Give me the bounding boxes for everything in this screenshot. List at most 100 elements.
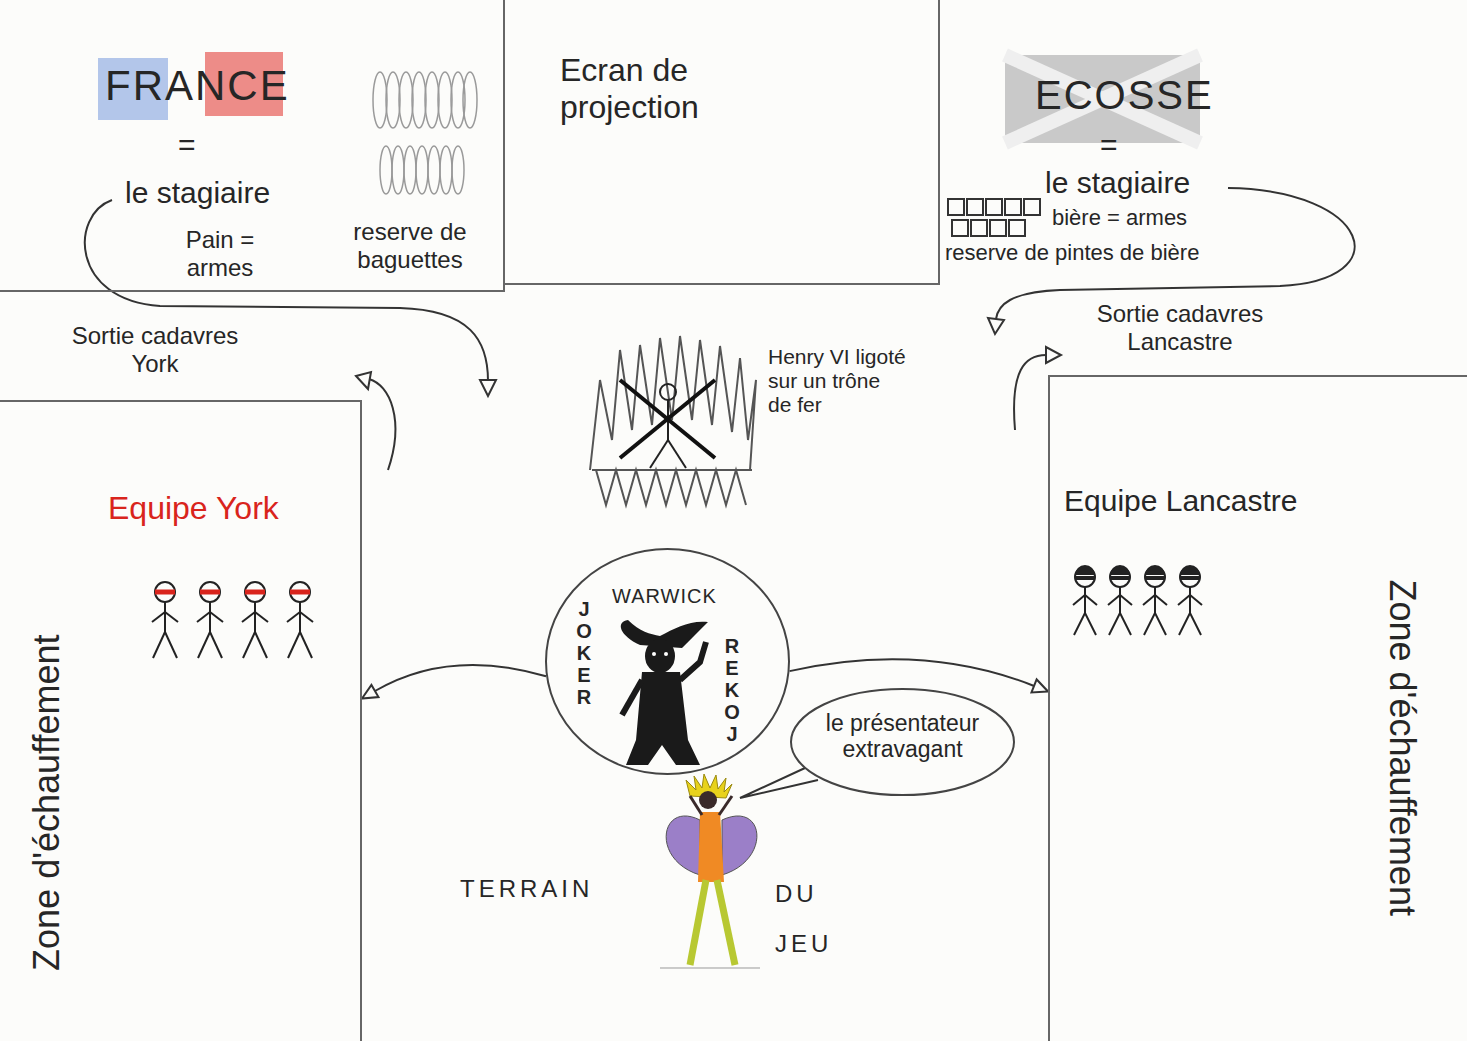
beer-pints xyxy=(1024,199,1040,215)
jester-figure xyxy=(621,620,708,765)
york-zone: Equipe YorkZone d'échauffement xyxy=(0,400,362,1041)
presenter-figure xyxy=(719,796,732,815)
jester-figure xyxy=(680,642,706,680)
jester-figure xyxy=(645,639,675,673)
baguettes xyxy=(404,146,416,194)
beer-pints xyxy=(986,199,1002,215)
lancaster-team xyxy=(1143,565,1167,635)
presenter-figure xyxy=(660,968,760,969)
character-name: WARWICK xyxy=(612,585,717,608)
arrow-head xyxy=(362,685,378,699)
beer-pints xyxy=(990,220,1006,236)
field-label: TERRAIN xyxy=(460,875,593,903)
field-label: JEU xyxy=(775,930,832,958)
france-panel: FRANCE=le stagiairePain = armesreserve d… xyxy=(0,0,505,292)
vertical-word: JOKER xyxy=(574,598,594,708)
flow-arrows xyxy=(356,372,371,389)
lancaster-team xyxy=(1108,565,1132,635)
iron-throne xyxy=(590,336,756,505)
beer-pints xyxy=(971,220,987,236)
screen-panel: Ecran de projection xyxy=(505,0,940,285)
role-text: le stagiaire xyxy=(1045,166,1190,201)
york-team xyxy=(152,582,313,658)
presenter-figure xyxy=(722,816,757,875)
baguettes xyxy=(373,72,387,128)
baguettes xyxy=(438,72,452,128)
throne-note: Henry VI ligoté sur un trône de fer xyxy=(768,345,908,417)
iron-throne xyxy=(590,336,756,470)
team-name: Equipe Lancastre xyxy=(1064,484,1298,519)
baguettes xyxy=(425,72,439,128)
flow-arrows xyxy=(480,380,496,396)
beer-pints xyxy=(1005,199,1021,215)
jester-figure xyxy=(664,652,668,656)
baguettes xyxy=(373,72,477,194)
york-team xyxy=(242,582,268,658)
equals-sign: = xyxy=(178,128,196,163)
role-text: le stagiaire xyxy=(125,176,270,211)
iron-throne xyxy=(660,384,676,400)
baguettes xyxy=(380,146,392,194)
vertical-word: REKOJ xyxy=(722,635,742,745)
presenter-figure xyxy=(740,768,818,798)
iron-throne xyxy=(620,380,715,458)
baguettes xyxy=(392,146,404,194)
connector-line xyxy=(375,665,546,691)
connector-arrow xyxy=(790,659,1048,692)
flow-arrows xyxy=(1014,355,1046,430)
country-name: FRANCE xyxy=(105,62,290,110)
panel-title: Ecran de projection xyxy=(560,52,780,126)
note-text: bière = armes xyxy=(1052,205,1187,230)
beer-pints xyxy=(948,199,1040,236)
baguettes xyxy=(452,146,464,194)
baguettes xyxy=(412,72,426,128)
beer-pints xyxy=(1009,220,1025,236)
lancaster-team xyxy=(1073,565,1097,635)
presenter-figure xyxy=(690,880,706,965)
speech-bubble: le présentateur extravagant xyxy=(790,688,1015,796)
connector-arrow xyxy=(362,665,546,699)
ellipse-outline xyxy=(546,549,789,774)
presenter-figure xyxy=(717,880,735,965)
bubble-text: le présentateur extravagant xyxy=(815,710,990,763)
zone-label: Zone d'échauffement xyxy=(26,634,67,970)
jester-figure xyxy=(622,680,642,715)
presenter-figure xyxy=(690,796,702,815)
lancaster-team xyxy=(1073,565,1202,635)
beer-pints xyxy=(952,220,968,236)
zone-label: Zone d'échauffement xyxy=(1382,579,1423,915)
ellipse-outline xyxy=(791,689,1014,795)
iron-throne xyxy=(650,440,668,468)
field-label: DU xyxy=(775,880,818,908)
iron-throne xyxy=(668,440,686,468)
equals-sign: = xyxy=(1100,128,1118,163)
baguettes xyxy=(463,72,477,128)
warwick-circle: WARWICK JOKER REKOJ xyxy=(545,548,790,775)
baguettes xyxy=(440,146,452,194)
team-name: Equipe York xyxy=(108,490,279,527)
baguettes xyxy=(428,146,440,194)
presenter-figure xyxy=(699,791,717,809)
york-team xyxy=(197,582,223,658)
country-name: ECOSSE xyxy=(1035,72,1214,118)
lancaster-team xyxy=(1178,565,1202,635)
exit-label: Sortie cadavres Lancastre xyxy=(1080,300,1280,355)
arrow-head xyxy=(1031,679,1048,692)
lancaster-zone: Equipe LancastreZone d'échauffement xyxy=(1048,375,1467,1041)
york-team xyxy=(152,582,178,658)
flow-arrows xyxy=(369,379,395,470)
exit-label: Sortie cadavres York xyxy=(55,322,255,377)
iron-throne xyxy=(620,380,715,458)
connector-line xyxy=(790,659,1034,686)
baguettes xyxy=(416,146,428,194)
baguettes xyxy=(399,72,413,128)
beer-pints xyxy=(967,199,983,215)
note-text: reserve de pintes de bière xyxy=(945,240,1199,265)
presenter-figure xyxy=(666,816,700,875)
jester-figure xyxy=(652,652,656,656)
baguettes xyxy=(386,72,400,128)
iron-throne xyxy=(596,470,746,505)
